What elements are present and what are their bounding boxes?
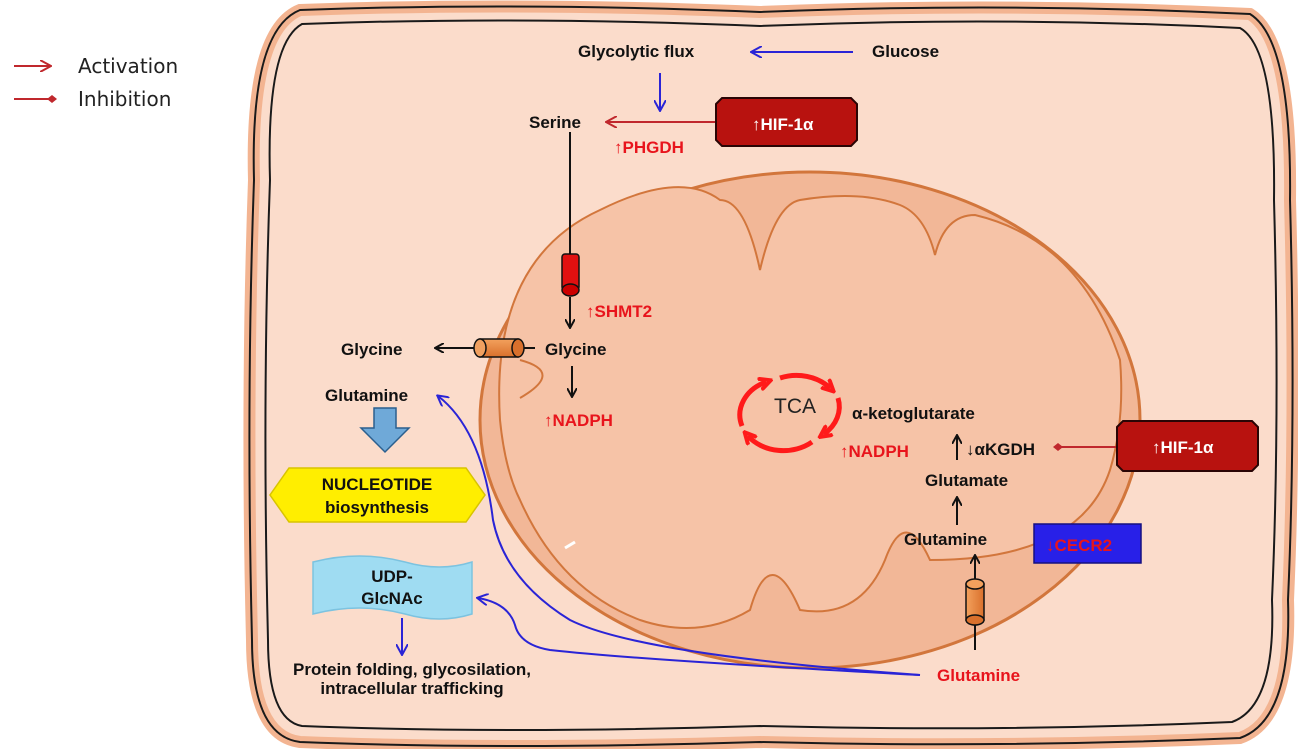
glutamine-transporter-icon [965, 578, 985, 626]
legend-activation-label: Activation [78, 54, 178, 78]
protein-line1: Protein folding, glycosilation, [293, 660, 531, 679]
protein-line2: intracellular trafficking [320, 679, 503, 698]
hif-right-badge: ↑HIF-1α [1116, 420, 1259, 472]
tca-arrow-icon [737, 382, 766, 427]
tca-arrow-icon [779, 372, 830, 388]
nucleotide-badge: NUCLEOTIDE biosynthesis [269, 467, 486, 523]
serine-transporter-icon [561, 253, 580, 297]
shmt2-label: ↑SHMT2 [586, 302, 652, 321]
serine-label: Serine [529, 113, 581, 132]
tca-label: TCA [774, 395, 816, 418]
legend: Activation Inhibition [14, 54, 178, 111]
glycine-transporter-icon [473, 338, 525, 358]
cell-membrane-line [248, 5, 1294, 747]
akgdh-label: ↓αKGDH [966, 440, 1035, 459]
glycolytic-flux-label: Glycolytic flux [578, 42, 695, 61]
glutamine-to-cyto-flux-arrow [438, 396, 921, 676]
tca-cycle: TCA [737, 372, 842, 454]
glutamate-label: Glutamate [925, 471, 1008, 490]
mito-highlight [564, 540, 576, 550]
hif-top-label: ↑HIF-1α [752, 115, 814, 134]
glycine-cyto-label: Glycine [341, 340, 402, 359]
glutamine-to-udp-flux-arrow [478, 598, 921, 676]
cecr2-badge: ↓CECR2 [1033, 523, 1142, 564]
udp-line2: GlcNAc [361, 589, 422, 608]
nadph-left-label: ↑NADPH [544, 411, 613, 430]
glycine-mito-label: Glycine [545, 340, 606, 359]
tca-arrow-icon [748, 436, 814, 454]
tca-arrow-icon [824, 397, 842, 434]
udp-line1: UDP- [371, 567, 413, 586]
glutamine-bottom-label: Glutamine [937, 666, 1020, 685]
glutamine-cyto-label: Glutamine [325, 386, 408, 405]
nucleotide-line2: biosynthesis [325, 498, 429, 517]
mitochondrion [478, 170, 1142, 670]
udp-glcnac-banner: UDP- GlcNAc [312, 555, 473, 620]
nucleotide-line1: NUCLEOTIDE [322, 475, 433, 494]
phgdh-label: ↑PHGDH [614, 138, 684, 157]
cecr2-label: ↓CECR2 [1046, 536, 1112, 555]
nadph-right-label: ↑NADPH [840, 442, 909, 461]
hif-top-badge: ↑HIF-1α [715, 97, 858, 147]
mitochondrion-fold [519, 359, 544, 399]
legend-inhibition-label: Inhibition [78, 87, 171, 111]
glucose-label: Glucose [872, 42, 939, 61]
akg-label: α-ketoglutarate [852, 404, 975, 423]
hif-right-label: ↑HIF-1α [1152, 438, 1214, 457]
glutamine-mito-label: Glutamine [904, 530, 987, 549]
down-arrow-icon [359, 407, 411, 454]
mitochondrion-cristae [498, 186, 1123, 629]
